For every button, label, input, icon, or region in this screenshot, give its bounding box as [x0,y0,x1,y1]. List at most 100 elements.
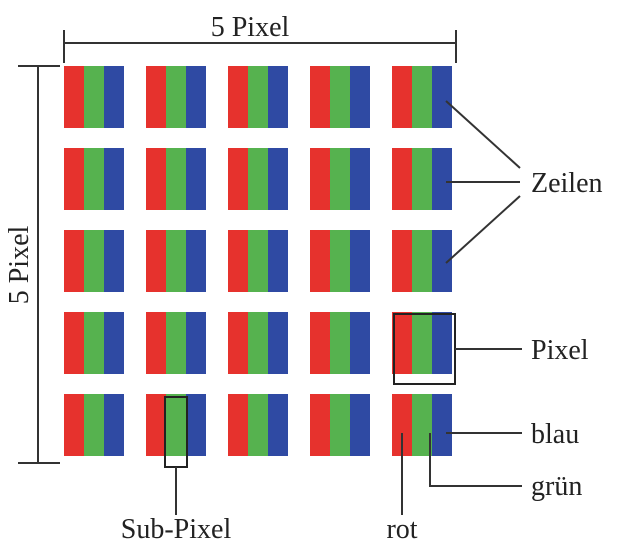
subpixel-blue [104,230,124,292]
top-dimension-marker [63,30,457,63]
subpixel-green [412,312,432,374]
subpixel-label: Sub-Pixel [121,514,232,545]
pixel [392,312,452,374]
subpixel-blue [186,394,206,456]
subpixel-green [166,394,186,456]
pixel [310,394,370,456]
subpixel-blue [350,312,370,374]
subpixel-red [146,312,166,374]
pixel [392,66,452,128]
subpixel-green [84,230,104,292]
subpixel-green [248,148,268,210]
subpixel-blue [350,394,370,456]
subpixel-red [64,394,84,456]
subpixel-blue [186,148,206,210]
subpixel-red [310,230,330,292]
subpixel-blue [268,394,288,456]
pixel [310,312,370,374]
subpixel-red [64,312,84,374]
subpixel-green [84,312,104,374]
pixel-grid [64,66,452,456]
subpixel-red [310,312,330,374]
subpixel-red [310,66,330,128]
subpixel-blue [104,394,124,456]
subpixel-green [166,148,186,210]
subpixel-blue [350,230,370,292]
subpixel-red [392,312,412,374]
subpixel-blue [268,66,288,128]
subpixel-green [412,66,432,128]
subpixel-blue [104,148,124,210]
pixel [146,394,206,456]
subpixel-red [228,312,248,374]
green-callout-line [429,433,522,487]
pixel [146,66,206,128]
subpixel-green [166,66,186,128]
blue-label: blau [531,419,579,450]
subpixel-red [392,148,412,210]
pixel [146,312,206,374]
pixel [228,148,288,210]
rows-label: Zeilen [531,168,603,199]
subpixel-red [146,148,166,210]
subpixel-green [330,230,350,292]
subpixel-blue [104,66,124,128]
pixel [146,230,206,292]
subpixel-red [392,394,412,456]
subpixel-red [228,148,248,210]
subpixel-blue [268,230,288,292]
left-dimension-label: 5 Pixel [4,226,35,305]
subpixel-red [146,230,166,292]
subpixel-red [228,394,248,456]
pixel [146,148,206,210]
pixel [228,230,288,292]
pixel [64,148,124,210]
subpixel-blue [104,312,124,374]
subpixel-red [392,230,412,292]
green-label: grün [531,471,582,502]
pixel [64,312,124,374]
subpixel-blue [432,148,452,210]
subpixel-green [84,394,104,456]
subpixel-red [146,394,166,456]
pixel [64,394,124,456]
pixel [64,66,124,128]
pixel [310,66,370,128]
subpixel-blue [350,66,370,128]
subpixel-green [330,394,350,456]
pixel [310,230,370,292]
subpixel-blue [432,230,452,292]
subpixel-green [248,394,268,456]
subpixel-green [330,312,350,374]
subpixel-green [412,230,432,292]
subpixel-green [330,66,350,128]
subpixel-green [248,230,268,292]
pixel [228,394,288,456]
red-label: rot [386,514,417,545]
subpixel-red [392,66,412,128]
subpixel-red [228,66,248,128]
rows-callout-lines [445,100,521,264]
subpixel-green [84,148,104,210]
subpixel-red [228,230,248,292]
subpixel-red [64,66,84,128]
subpixel-green [248,66,268,128]
subpixel-blue [432,312,452,374]
pixel [392,148,452,210]
subpixel-blue [432,66,452,128]
subpixel-blue [186,312,206,374]
pixel-label: Pixel [531,335,589,366]
subpixel-red [310,148,330,210]
top-dimension-label: 5 Pixel [211,12,290,43]
subpixel-blue [350,148,370,210]
subpixel-green [166,312,186,374]
subpixel-red [146,66,166,128]
subpixel-red [310,394,330,456]
pixel [228,66,288,128]
pixel [64,230,124,292]
subpixel-green [248,312,268,374]
subpixel-green [412,394,432,456]
subpixel-green [330,148,350,210]
subpixel-blue [186,230,206,292]
